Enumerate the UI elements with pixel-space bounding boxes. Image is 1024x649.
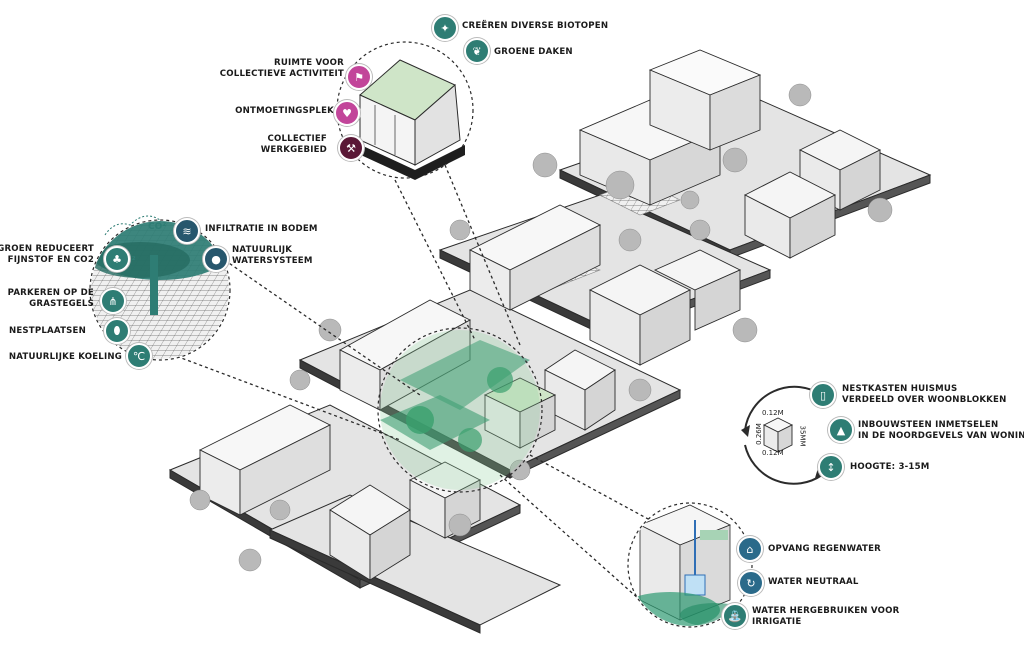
tools-icon: ⚒: [338, 135, 364, 161]
callout-label: NESTPLAATSEN: [8, 326, 86, 336]
thermometer-icon: ℃: [126, 343, 152, 369]
recycle-icon: ↻: [738, 570, 764, 596]
callout-label: ONTMOETINGSPLEK: [235, 106, 334, 116]
running-person-icon: ⚑: [346, 64, 372, 90]
callout-label: GROEN REDUCEERT FIJNSTOF EN CO2: [0, 244, 94, 265]
grass-icon: ⋔: [100, 288, 126, 314]
callout-label: CREËREN DIVERSE BIOTOPEN: [462, 21, 609, 31]
nestbox-cycle-diagram: [741, 385, 826, 485]
heart-icon: ♥: [334, 100, 360, 126]
callout-label: OPVANG REGENWATER: [768, 544, 881, 554]
dimension-label: 0.12M: [762, 449, 784, 457]
buildings: [198, 49, 882, 581]
callout-label: NATUURLIJK WATERSYSTEEM: [232, 245, 313, 266]
water-infiltration-icon: ≋: [174, 218, 200, 244]
height-icon: ↕: [818, 454, 844, 480]
dimension-label: 0.12M: [762, 409, 784, 417]
trees: [189, 83, 893, 572]
egg-icon: ⬮: [104, 318, 130, 344]
dimension-label: 0.26M: [754, 423, 763, 445]
callout-label: WATER NEUTRAAL: [768, 577, 859, 587]
nestbox-icon: ▯: [810, 382, 836, 408]
watering-can-icon: ⛲: [722, 603, 748, 629]
callout-label: COLLECTIEF WERKGEBIED: [260, 134, 327, 155]
house-rain-icon: ⌂: [737, 536, 763, 562]
water-callout-detail: [627, 502, 753, 628]
callout-label: INBOUWSTEEN INMETSELEN IN DE NOORDGEVELS…: [858, 420, 1024, 441]
green-zone-highlight: [377, 327, 543, 493]
bird-icon: ✦: [432, 15, 458, 41]
callout-label: INFILTRATIE IN BODEM: [205, 224, 318, 234]
dimension-label: 35MM: [798, 425, 807, 447]
callout-label: HOOGTE: 3-15M: [850, 462, 930, 472]
callout-label: PARKEREN OP DE GRASTEGELS: [7, 288, 94, 309]
callout-label: WATER HERGEBRUIKEN VOOR IRRIGATIE: [752, 606, 900, 627]
callout-label: GROENE DAKEN: [494, 47, 573, 57]
connector-lines: [159, 164, 651, 601]
north-arrow-icon: ▲: [828, 417, 854, 443]
leaf-icon: ❦: [464, 38, 490, 64]
water-drop-icon: ●: [203, 246, 229, 272]
callout-label: RUIMTE VOOR COLLECTIEVE ACTIVITEIT: [219, 58, 344, 79]
co2-label: CO²: [148, 222, 167, 232]
tree-icon: ♣: [104, 246, 130, 272]
callout-label: NESTKASTEN HUISMUS VERDEELD OVER WOONBLO…: [842, 384, 1007, 405]
callout-label: NATUURLIJKE KOELING: [8, 352, 122, 362]
